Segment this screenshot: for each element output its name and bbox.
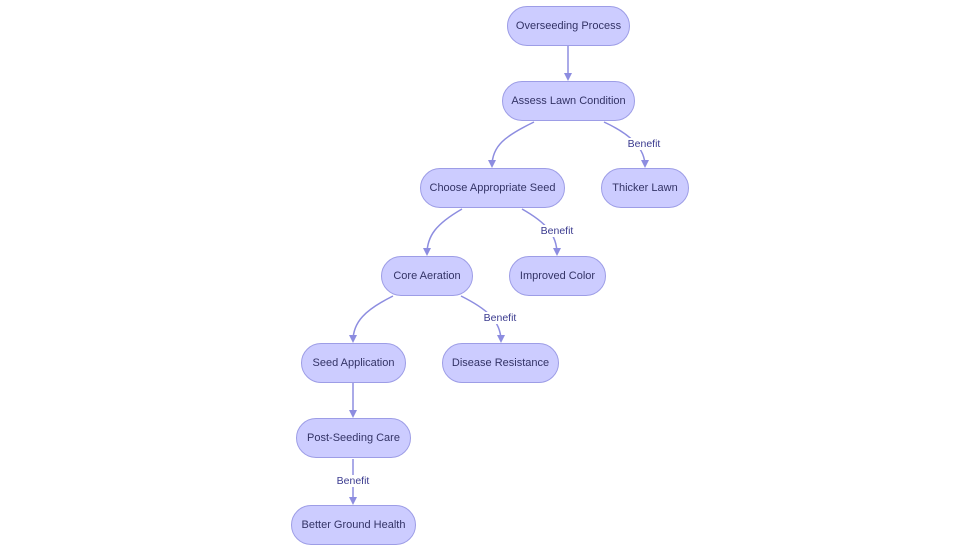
edge-label-benefit-ground: Benefit [335, 475, 371, 487]
node-better-ground-health: Better Ground Health [291, 505, 416, 545]
node-disease-resistance: Disease Resistance [442, 343, 559, 383]
node-seed-application: Seed Application [301, 343, 406, 383]
node-improved-color: Improved Color [509, 256, 606, 296]
edge-assess-choose [488, 121, 535, 168]
edge-label-benefit-thicker: Benefit [626, 138, 662, 150]
node-choose-appropriate-seed: Choose Appropriate Seed [420, 168, 565, 208]
edge-label-benefit-disease: Benefit [482, 312, 518, 324]
edge-label-benefit-color: Benefit [539, 225, 575, 237]
node-overseeding-process: Overseeding Process [507, 6, 630, 46]
node-core-aeration: Core Aeration [381, 256, 473, 296]
edge-aeration-seedapp [349, 295, 394, 343]
node-post-seeding-care: Post-Seeding Care [296, 418, 411, 458]
node-assess-lawn-condition: Assess Lawn Condition [502, 81, 635, 121]
node-thicker-lawn: Thicker Lawn [601, 168, 689, 208]
edge-choose-aeration [423, 208, 463, 256]
